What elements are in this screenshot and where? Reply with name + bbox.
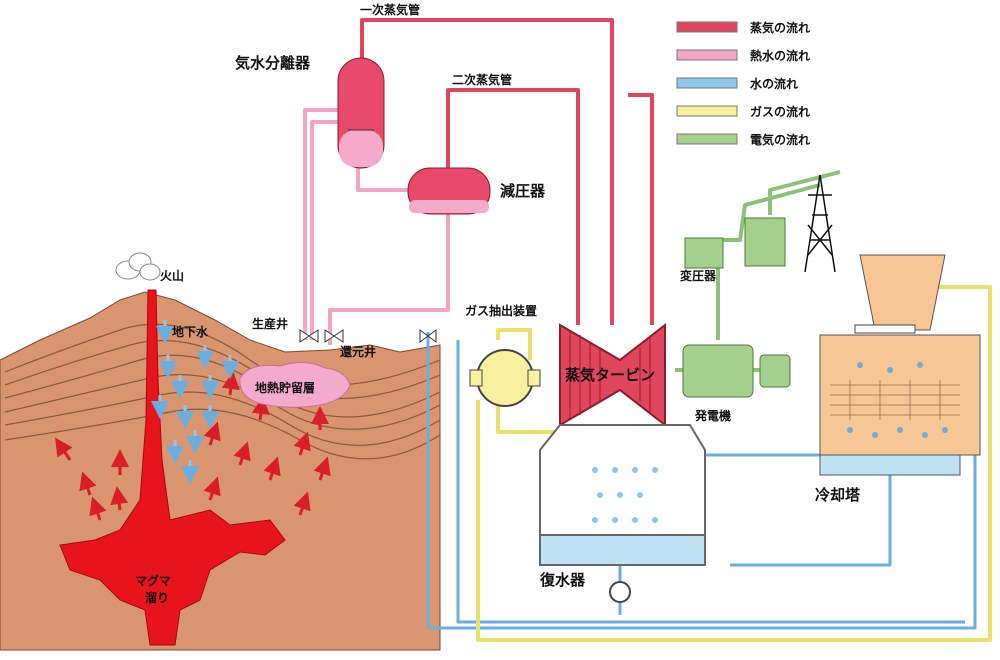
diagram-labels: 一次蒸気管 二次蒸気管 気水分離器 減圧器 ガス抽出装置 蒸気タービン 変圧器 … (135, 2, 861, 605)
label-condenser: 復水器 (539, 571, 586, 589)
legend-label: 電気の流れ (750, 132, 810, 147)
legend-label: 蒸気の流れ (750, 20, 810, 35)
ground-cross-section (0, 252, 441, 651)
heat-flow-arrows (55, 371, 331, 521)
separator (337, 57, 385, 169)
legend-swatch (676, 77, 738, 89)
label-transformer: 変圧器 (680, 268, 717, 283)
valve-icons (299, 329, 437, 343)
legend-swatch (676, 133, 738, 145)
legend-label: 熱水の流れ (750, 48, 810, 63)
geothermal-reservoir (239, 362, 351, 408)
volcano-smoke-icon (115, 252, 161, 281)
magma-conduit (59, 289, 286, 646)
label-cooling-tower: 冷却塔 (815, 486, 861, 504)
label-gas-extractor: ガス抽出装置 (465, 303, 537, 318)
label-groundwater: 地下水 (172, 324, 209, 339)
flasher (407, 167, 491, 215)
label-magma-line2: 溜り (145, 590, 169, 605)
legend-label: 水の流れ (750, 76, 798, 91)
groundwater-arrows (151, 320, 239, 484)
legend-swatch (676, 49, 738, 61)
label-volcano: 火山 (160, 268, 184, 283)
legend-swatch (676, 105, 738, 117)
legend-label: ガスの流れ (750, 104, 810, 119)
label-generator: 発電機 (694, 408, 731, 423)
label-magma-line1: マグマ (135, 573, 171, 588)
fan-icon (854, 324, 916, 334)
label-turbine: 蒸気タービン (565, 366, 655, 384)
label-primary-steam-pipe: 一次蒸気管 (360, 2, 420, 17)
label-flasher: 減圧器 (500, 182, 546, 200)
gas-extractor (469, 349, 541, 407)
transmission-tower-icon (804, 174, 836, 273)
legend-swatch (676, 21, 738, 33)
transformer (684, 217, 786, 269)
pipes (303, 18, 992, 642)
pump-icon (609, 581, 631, 603)
generator (682, 344, 791, 398)
label-production-well: 生産井 (252, 316, 288, 331)
label-separator: 気水分離器 (235, 54, 311, 72)
condenser (539, 424, 706, 603)
label-reservoir: 地熱貯留層 (255, 380, 315, 395)
cooling-tower (819, 254, 981, 476)
label-reinjection-well: 還元井 (340, 344, 376, 359)
label-secondary-steam-pipe: 二次蒸気管 (452, 72, 512, 87)
